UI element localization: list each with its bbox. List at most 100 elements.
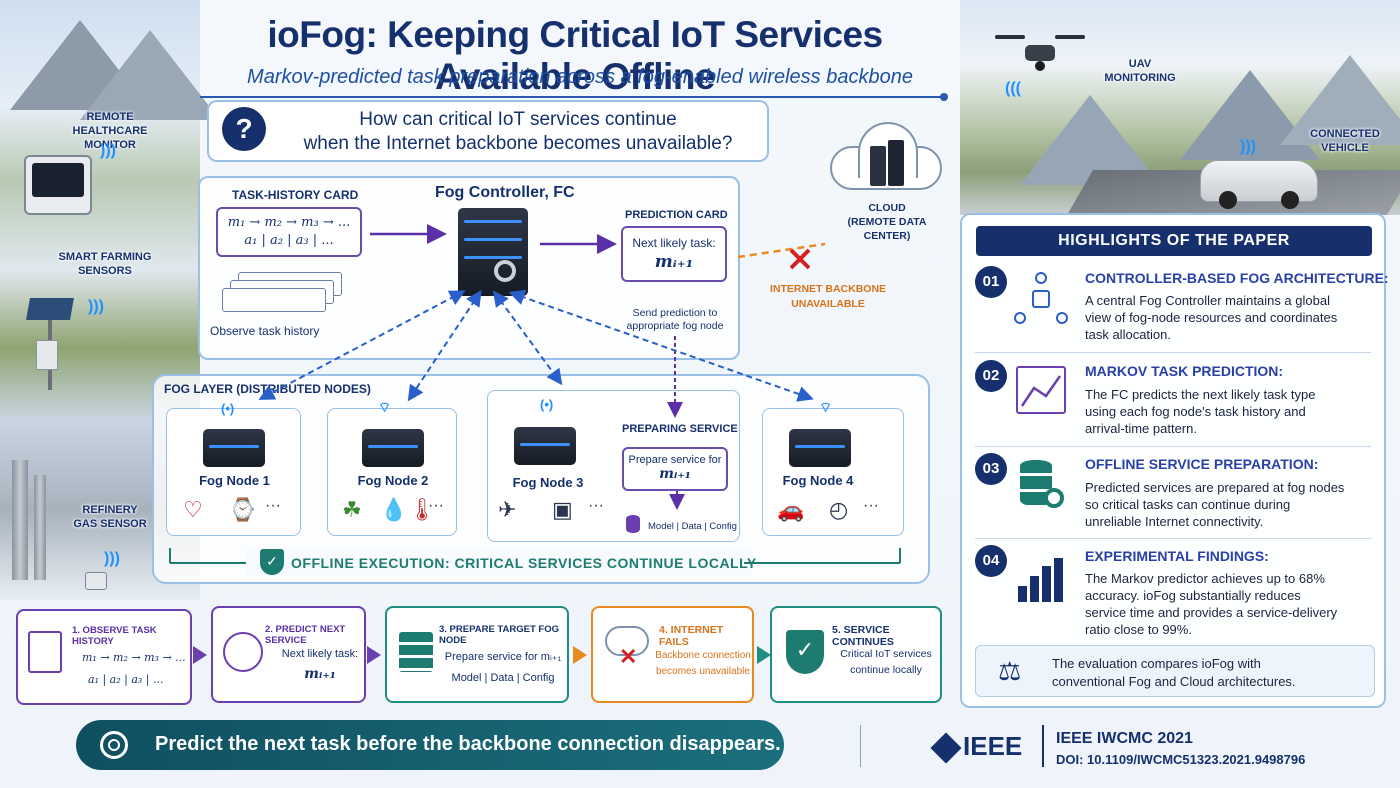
step-line: continue locally [850,664,922,676]
refinery-tower-icon [12,460,28,580]
car-icon: 🚗 [777,497,805,522]
wifi-icon: ))) [1240,138,1256,155]
divider [975,446,1371,447]
highlight-text: The FC predicts the next likely task typ… [1085,387,1316,436]
gas-sensor-icon: ▣ [552,497,573,522]
target-icon [100,731,128,759]
fog-node-1[interactable]: (•) Fog Node 1 ♡ ⌚ ··· [166,401,301,536]
water-drop-icon: 💧 [380,497,408,522]
step-title: 4. INTERNET FAILS [659,624,724,648]
plant-icon: ☘ [342,497,362,522]
step-title: 3. PREPARE TARGET FOG NODE [439,624,559,646]
prepare-text: Prepare service for [628,454,722,466]
preparing-service-card: Prepare service for mᵢ₊₁ [622,447,728,491]
step-5: ✓ 5. SERVICE CONTINUES Critical IoT serv… [770,606,942,703]
takeaway-text: Predict the next task before the backbon… [155,733,781,755]
red-x-icon: ✕ [619,644,638,669]
controller-title: Fog Controller, FC [435,184,575,201]
step-line: Backbone connection [655,650,751,661]
fog-node-4[interactable]: ⌔ Fog Node 4 🚗 ◴ ··· [762,399,904,536]
highlight-text: Predicted services are prepared at fog n… [1085,480,1345,529]
arrow-fc-node3 [492,290,563,386]
page-subtitle: Markov-predicted task preparation across… [247,66,913,88]
car-icon [1200,160,1318,209]
step-line: becomes unavailable [656,666,750,677]
fog-node-server-icon [514,427,576,465]
flow-arrow [757,646,771,664]
wifi-icon: ((( [1005,80,1021,97]
highlight-text: The Markov predictor achieves up to 68%a… [1085,571,1338,637]
highlight-number: 04 [975,545,1007,577]
history-sequence: m₁ → m₂ → m₃ → ... [227,215,351,230]
question-text: How can critical IoT services continue w… [303,109,733,154]
gear-icon [1044,488,1064,508]
highlight-text: A central Fog Controller maintains a glo… [1085,293,1338,342]
arrow-fc-node2 [407,289,482,402]
drone-icon [995,35,1085,75]
step-line: Prepare service for mᵢ₊₁ [444,651,562,663]
highlight-title: OFFLINE SERVICE PREPARATION: [1085,456,1319,472]
task-history-label: TASK-HISTORY CARD [232,188,359,202]
fog-controller-server-icon [458,208,528,296]
backbone-link [737,242,826,259]
step-line: a₁ | a₂ | a₃ | ... [88,673,164,686]
fog-node-label: Fog Node 1 [199,473,270,488]
highlight-number: 01 [975,266,1007,298]
mountain-icon [80,30,220,120]
arrow-fc-node4 [508,289,814,402]
divider [975,538,1371,539]
step-3: 3. PREPARE TARGET FOG NODE Prepare servi… [385,606,569,703]
service-bundle: Model | Data | Config [648,521,737,532]
takeaway-banner [76,720,784,770]
fog-node-2[interactable]: ⌔ Fog Node 2 ☘ 💧 🌡 ··· [327,399,457,536]
fog-node-label: Fog Node 2 [357,473,429,488]
prediction-card: Next likely task: mᵢ₊₁ [621,226,727,282]
ellipsis: ··· [265,497,281,514]
ellipsis: ··· [588,497,604,514]
flow-arrow [573,646,587,664]
highlight-number: 03 [975,453,1007,485]
fog-node-3[interactable]: (•) Fog Node 3 ✈ ▣ ··· PREPARING SERVICE… [487,390,740,542]
next-task-label: Next likely task: [632,236,716,250]
doi: DOI: 10.1109/IWCMC51323.2021.9498796 [1056,752,1306,767]
step-line: Next likely task: [281,648,359,660]
line-chart-icon [1016,366,1066,414]
cloud-label: CLOUD(REMOTE DATA CENTER) [847,202,927,242]
network-icon [1014,272,1068,326]
wifi-icon: ))) [104,550,120,567]
highlights-heading: HIGHLIGHTS OF THE PAPER [976,226,1372,256]
step-2: 2. PREDICT NEXT SERVICE Next likely task… [211,606,366,703]
mountain-icon [1280,55,1400,145]
highlight-title: CONTROLLER-BASED FOG ARCHITECTURE: [1085,270,1389,286]
step-title: 2. PREDICT NEXT SERVICE [265,624,346,646]
subtitle-dot [940,93,948,101]
cloud-icon [605,626,649,656]
database-icon [626,515,640,533]
arrow-fc-node1 [258,290,466,400]
prediction-card-label: PREDICTION CARD [625,209,728,221]
divider [860,725,861,767]
next-task-symbol: mᵢ₊₁ [654,252,694,272]
thermometer-icon: 🌡 [408,497,436,522]
highlight-title: EXPERIMENTAL FINDINGS: [1085,548,1269,564]
step-line: mᵢ₊₁ [304,666,336,682]
history-arrivals: a₁ | a₂ | a₃ | ... [244,233,334,248]
conference-name: IEEE IWCMC 2021 [1056,730,1193,747]
fog-node-server-icon [362,429,424,467]
ellipsis: ··· [428,497,444,514]
heart-rate-icon: ♡ [183,497,203,522]
sensor-box-icon [36,340,58,370]
task-history-card: m₁ → m₂ → m₃ → ... a₁ | a₂ | a₃ | ... [216,207,362,257]
step-title: 1. OBSERVE TASK HISTORY [72,625,157,647]
gas-sensor-icon [85,572,107,590]
question-box [207,100,769,162]
brain-icon [223,632,263,672]
step-4: ✕ 4. INTERNET FAILS Backbone connection … [591,606,754,703]
prepare-symbol: mᵢ₊₁ [659,466,691,482]
server-gear-icon [399,632,433,672]
subtitle-underline [200,96,945,98]
